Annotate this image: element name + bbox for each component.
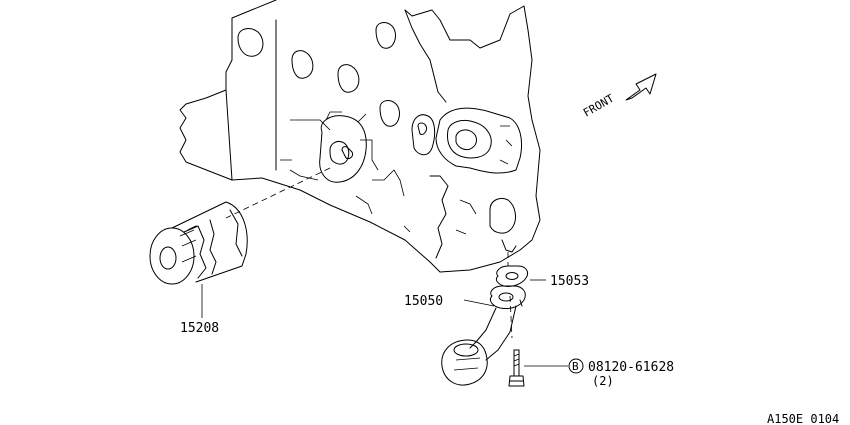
- front-label: FRONT: [581, 92, 617, 120]
- bolt: [508, 349, 525, 387]
- arrow-up-right-outline-icon: [625, 73, 657, 101]
- oil-filter: [149, 201, 248, 285]
- bolt-callout: B 08120-61628 (2): [568, 358, 674, 388]
- front-indicator: FRONT: [581, 73, 657, 120]
- drawing-code: A150E 0104: [767, 412, 839, 425]
- oil-strainer: [441, 285, 526, 386]
- alignment-lines: [225, 167, 513, 339]
- leader-lines: [201, 279, 568, 367]
- label-bolt-qty: (2): [592, 374, 614, 388]
- engine-block: [179, 0, 541, 273]
- label-oil-filter: 15208: [180, 321, 219, 336]
- bolt-marker-letter: B: [572, 360, 579, 373]
- label-strainer: 15050: [404, 294, 443, 309]
- label-gasket: 15053: [550, 274, 589, 289]
- label-bolt: 08120-61628: [588, 360, 674, 375]
- gasket: [495, 265, 529, 287]
- circled-letter-icon: [568, 358, 584, 374]
